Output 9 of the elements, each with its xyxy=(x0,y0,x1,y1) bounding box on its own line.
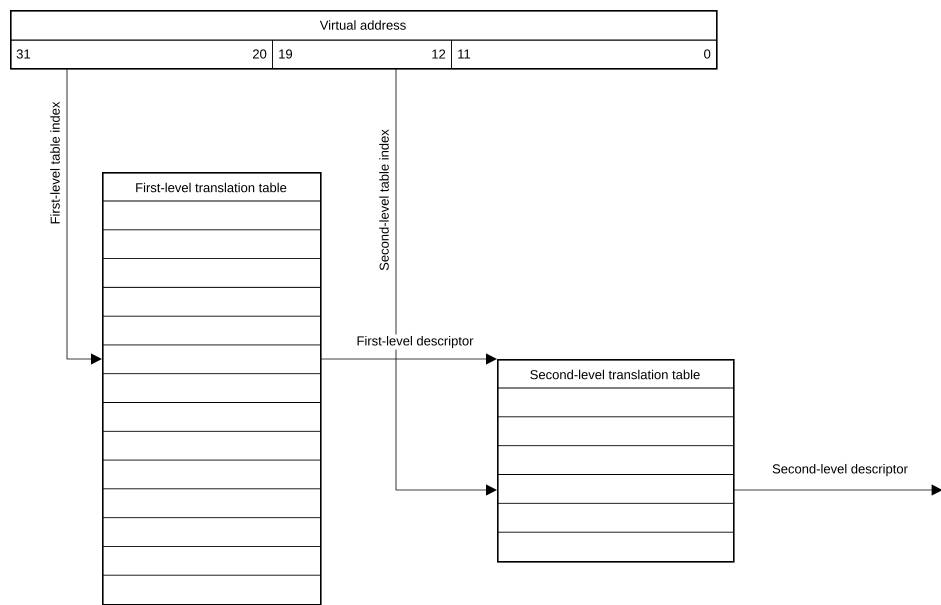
bit-field-cell: 31 20 xyxy=(10,40,273,69)
edge-label: Second-level descriptor xyxy=(770,462,910,478)
edge-label: First-level table index xyxy=(48,100,62,226)
translation-table: Second-level translation table xyxy=(496,359,735,563)
translation-table: First-level translation table xyxy=(102,172,322,605)
bit-field-cell: 19 12 xyxy=(272,40,452,69)
edge-label: Second-level table index xyxy=(378,128,390,272)
edge-label: First-level descriptor xyxy=(355,334,476,350)
bit-field-cell: 11 0 xyxy=(451,40,717,69)
